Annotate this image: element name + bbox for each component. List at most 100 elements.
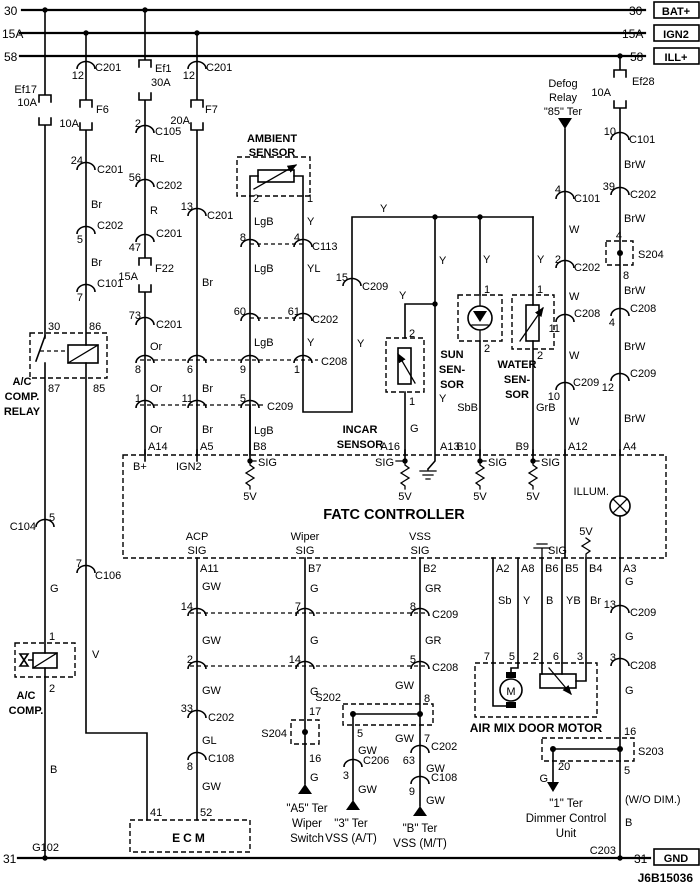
s204-label-a: S204 xyxy=(638,249,664,261)
wire-g-9: G xyxy=(625,685,634,697)
fatc-5v-b8: 5V xyxy=(243,491,257,503)
c113-pin-8: 8 xyxy=(240,232,246,244)
fatc-pin-b7: B7 xyxy=(308,563,321,575)
c202-pin-39: 39 xyxy=(603,181,615,193)
connector-row-lines xyxy=(140,243,428,667)
ecm-label: ECM xyxy=(172,831,208,845)
wire-brw-3: BrW xyxy=(624,285,646,297)
c203-label: C203 xyxy=(590,845,616,857)
c202-label-a: C202 xyxy=(97,220,123,232)
c208-pin-3: 3 xyxy=(610,652,616,664)
c106-pin: 7 xyxy=(76,558,82,570)
a13-ground-symbol xyxy=(419,468,437,480)
wire-brw-5: BrW xyxy=(624,413,646,425)
splice-s203 xyxy=(541,737,635,792)
wire-w-2: W xyxy=(569,291,580,303)
wire-br-1: Br xyxy=(91,199,102,211)
c208-pin-2: 2 xyxy=(187,654,193,666)
sun-title-3: SOR xyxy=(440,379,464,391)
rail-15a-right: 15A xyxy=(622,27,643,41)
fatc-pin-a2: A2 xyxy=(496,563,509,575)
water-pin-2: 2 xyxy=(537,350,543,362)
wire-b-1: B xyxy=(50,764,57,776)
c108-label-a: C108 xyxy=(208,753,234,765)
dimmer-dest-1: "1" Ter xyxy=(549,798,583,810)
c202-pin-5: 5 xyxy=(77,234,83,246)
wire-gw-3: GW xyxy=(202,685,222,697)
c202-pin-60: 60 xyxy=(234,306,246,318)
fatc-pin-b2: B2 xyxy=(423,563,436,575)
water-title-1: WATER xyxy=(498,359,537,371)
c201-label-c: C201 xyxy=(156,228,182,240)
dimmer-dest-2: Dimmer Control xyxy=(526,813,607,825)
c104-label: C104 xyxy=(10,521,36,533)
wire-or-3: Or xyxy=(150,424,163,436)
c209-pin-1: 1 xyxy=(135,393,141,405)
c202-label-c: C202 xyxy=(312,314,338,326)
wire-g-7: G xyxy=(625,576,634,588)
c201-label-f: C201 xyxy=(207,210,233,222)
incar-sensor xyxy=(385,337,425,393)
ac-relay-name-3: RELAY xyxy=(4,406,41,418)
motor-pin-2: 2 xyxy=(533,651,539,663)
ambient-pin-1: 1 xyxy=(307,193,313,205)
s204-pin-17: 17 xyxy=(309,706,321,718)
wiper-dest-1: "A5" Ter xyxy=(286,803,327,815)
wire-g-3: G xyxy=(310,583,319,595)
fuse-ef1-label: Ef1 xyxy=(155,63,172,75)
splice-s204-lower xyxy=(290,719,320,745)
wire-br-2: Br xyxy=(91,257,102,269)
wire-brw-1: BrW xyxy=(624,159,646,171)
rail-15a-left: 15A xyxy=(2,27,23,41)
water-title-2: SEN- xyxy=(504,374,531,386)
wire-gw-1: GW xyxy=(202,581,222,593)
c209-label-b: C209 xyxy=(630,368,656,380)
splice-s204-upper xyxy=(605,240,634,266)
c209-pin-14: 14 xyxy=(181,601,193,613)
wire-gw-7: GW xyxy=(358,784,378,796)
ecm-pin-52: 52 xyxy=(200,807,212,819)
defog-feed xyxy=(558,118,572,456)
s204-pin-4: 4 xyxy=(616,230,622,242)
fuse-ef1-rating: 30A xyxy=(151,77,171,89)
c105-pin-2: 2 xyxy=(135,118,141,130)
wire-grb: GrB xyxy=(536,402,556,414)
vss-mt-dest-1: "B" Ter xyxy=(403,823,438,835)
fatc-ign2: IGN2 xyxy=(176,461,202,473)
relay-pin-86: 86 xyxy=(89,321,101,333)
ign2-box-label: IGN2 xyxy=(663,29,689,41)
c201-pin-12a: 12 xyxy=(72,70,84,82)
sun-title-2: SEN- xyxy=(439,364,466,376)
incar-pin-1: 1 xyxy=(409,396,415,408)
fatc-title: FATC CONTROLLER xyxy=(323,507,465,523)
sun-title-1: SUN xyxy=(440,349,463,361)
c208-label-b: C208 xyxy=(630,303,656,315)
s203-pin-5: 5 xyxy=(624,765,630,777)
wire-gw-8: GW xyxy=(395,733,415,745)
c208-pin-1: 1 xyxy=(294,364,300,376)
fatc-pin-a11: A11 xyxy=(200,563,219,575)
fatc-sig-b10: SIG xyxy=(488,457,507,469)
g102-label: G102 xyxy=(32,842,59,854)
fatc-sig-b5: SIG xyxy=(548,545,567,557)
c209-pin-5: 5 xyxy=(240,393,246,405)
c202-pin-61: 61 xyxy=(288,306,300,318)
c209-pin-10: 10 xyxy=(548,391,560,403)
wire-y-1: Y xyxy=(307,216,315,228)
rail-terminal-boxes xyxy=(653,1,700,866)
c108-pin-8: 8 xyxy=(187,761,193,773)
wire-v: V xyxy=(92,649,100,661)
sun-sensor xyxy=(457,216,503,456)
c104-pin: 5 xyxy=(49,512,55,524)
c101-label-c: C101 xyxy=(629,134,655,146)
air-mix-title: AIR MIX DOOR MOTOR xyxy=(470,721,603,735)
ac-comp-name-1: A/C xyxy=(17,690,36,702)
dimmer-dest-3: Unit xyxy=(556,828,577,840)
wire-y-3: Y xyxy=(357,338,365,350)
c202-pin-33: 33 xyxy=(181,703,193,715)
c209-pin-15: 15 xyxy=(336,272,348,284)
fuse-f6-label: F6 xyxy=(96,104,109,116)
relay-pin-87: 87 xyxy=(48,383,60,395)
sun-pin-2: 2 xyxy=(484,343,490,355)
